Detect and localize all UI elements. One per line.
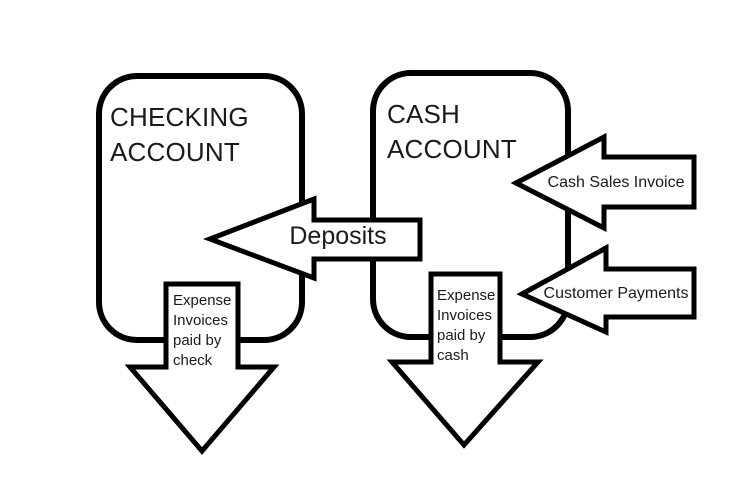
expense-paid-by-check-label: Expense Invoices paid by check (173, 291, 231, 371)
customer-payments-arrow (516, 243, 697, 336)
checking-account-label: CHECKING ACCOUNT (110, 100, 249, 170)
expense-paid-by-cash-label: Expense Invoices paid by cash (437, 286, 495, 366)
expense-paid-by-check-arrow (124, 281, 280, 455)
expense-check-label-line4: check (173, 352, 213, 369)
expense-cash-label-line3: paid by (437, 327, 486, 344)
expense-cash-label-line4: cash (437, 347, 469, 364)
cash-account-label: CASH ACCOUNT (387, 97, 517, 167)
cash-sales-invoice-arrow (510, 132, 697, 233)
expense-check-label-line3: paid by (173, 332, 222, 349)
checking-account-label-line2: ACCOUNT (110, 137, 240, 167)
customer-payments-arrow-label: Customer Payments (543, 285, 689, 302)
cash-account-label-line2: ACCOUNT (387, 134, 517, 164)
expense-check-label-line1: Expense (173, 292, 232, 309)
deposits-arrow (202, 195, 423, 282)
checking-account-label-line1: CHECKING (110, 102, 249, 132)
expense-cash-label-line1: Expense (437, 287, 496, 304)
deposits-arrow-label: Deposits (289, 222, 387, 250)
cash-sales-invoice-arrow-label: Cash Sales Invoice (547, 174, 685, 191)
expense-check-label-line2: Invoices (173, 312, 229, 329)
expense-paid-by-cash-arrow (386, 271, 544, 449)
expense-cash-label-line2: Invoices (437, 307, 493, 324)
cash-account-label-line1: CASH (387, 99, 461, 129)
